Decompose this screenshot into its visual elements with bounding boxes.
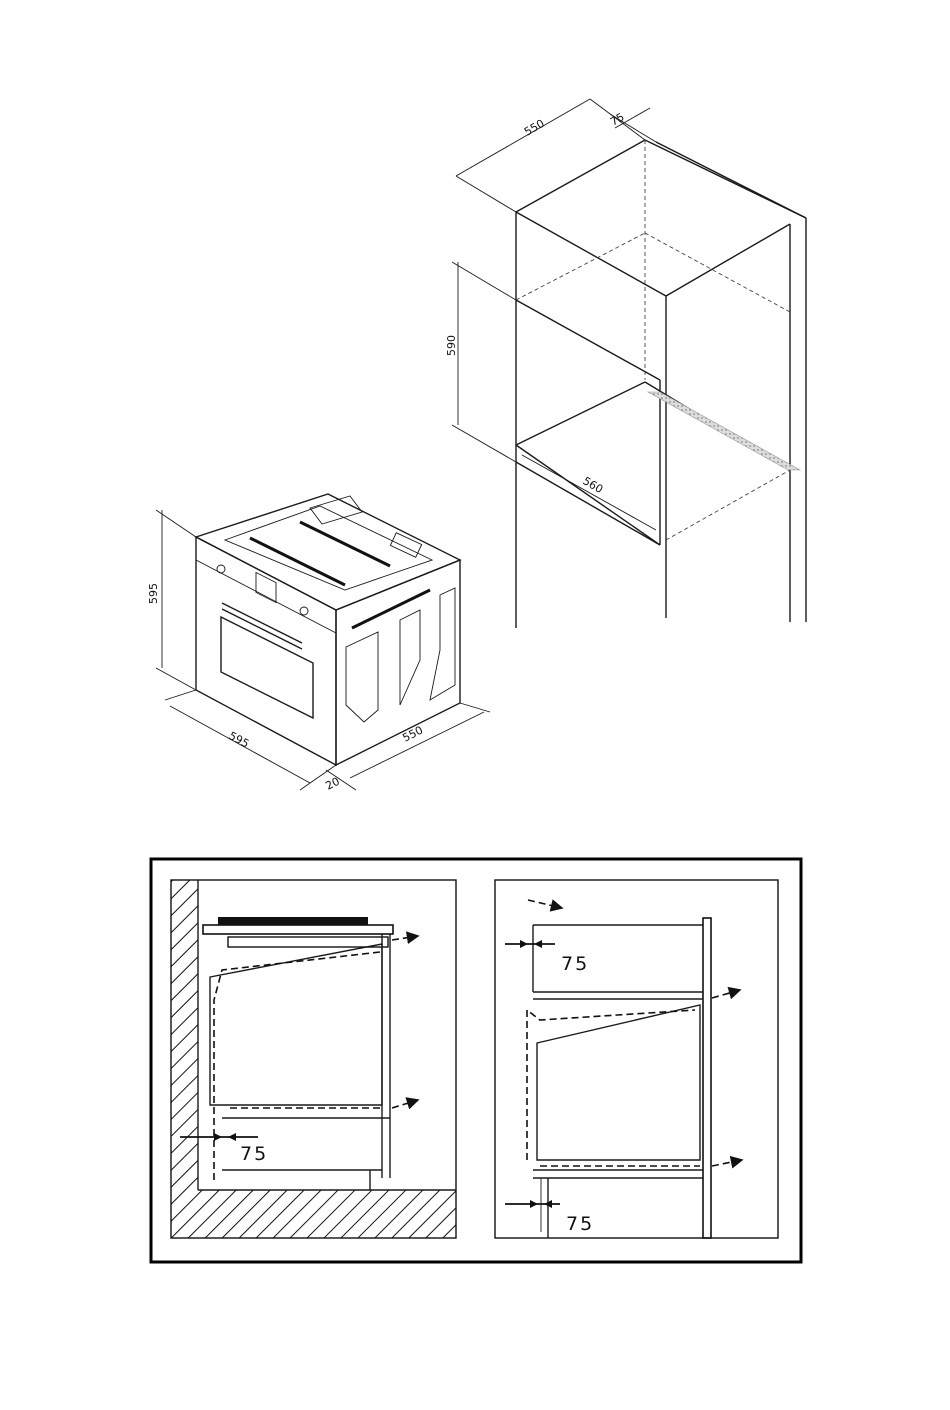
oven-height-label: 595 xyxy=(147,583,160,604)
right-bottom-clearance-label: 75 xyxy=(566,1213,594,1235)
cabinet-gap-label: 75 xyxy=(608,110,627,128)
left-clearance-label: 75 xyxy=(240,1143,268,1165)
oven-width-label: 595 xyxy=(227,729,252,750)
ventilation-left-panel: 75 xyxy=(171,880,456,1238)
oven-depth-label: 550 xyxy=(400,724,425,745)
vent-mesh-strip xyxy=(648,392,800,470)
right-top-clearance-label: 75 xyxy=(561,953,589,975)
oven-front-label: 20 xyxy=(323,775,341,793)
ventilation-panel: 75 75 xyxy=(151,859,801,1262)
cabinet-height-label: 590 xyxy=(445,335,458,356)
cabinet-drawing: 550 75 590 560 xyxy=(445,99,806,628)
oven-drawing: 595 595 550 20 xyxy=(147,494,490,793)
knob-left-icon xyxy=(217,565,225,573)
knob-right-icon xyxy=(300,607,308,615)
cabinet-depth-label: 550 xyxy=(522,117,547,139)
ventilation-right-panel: 75 75 xyxy=(495,880,778,1238)
